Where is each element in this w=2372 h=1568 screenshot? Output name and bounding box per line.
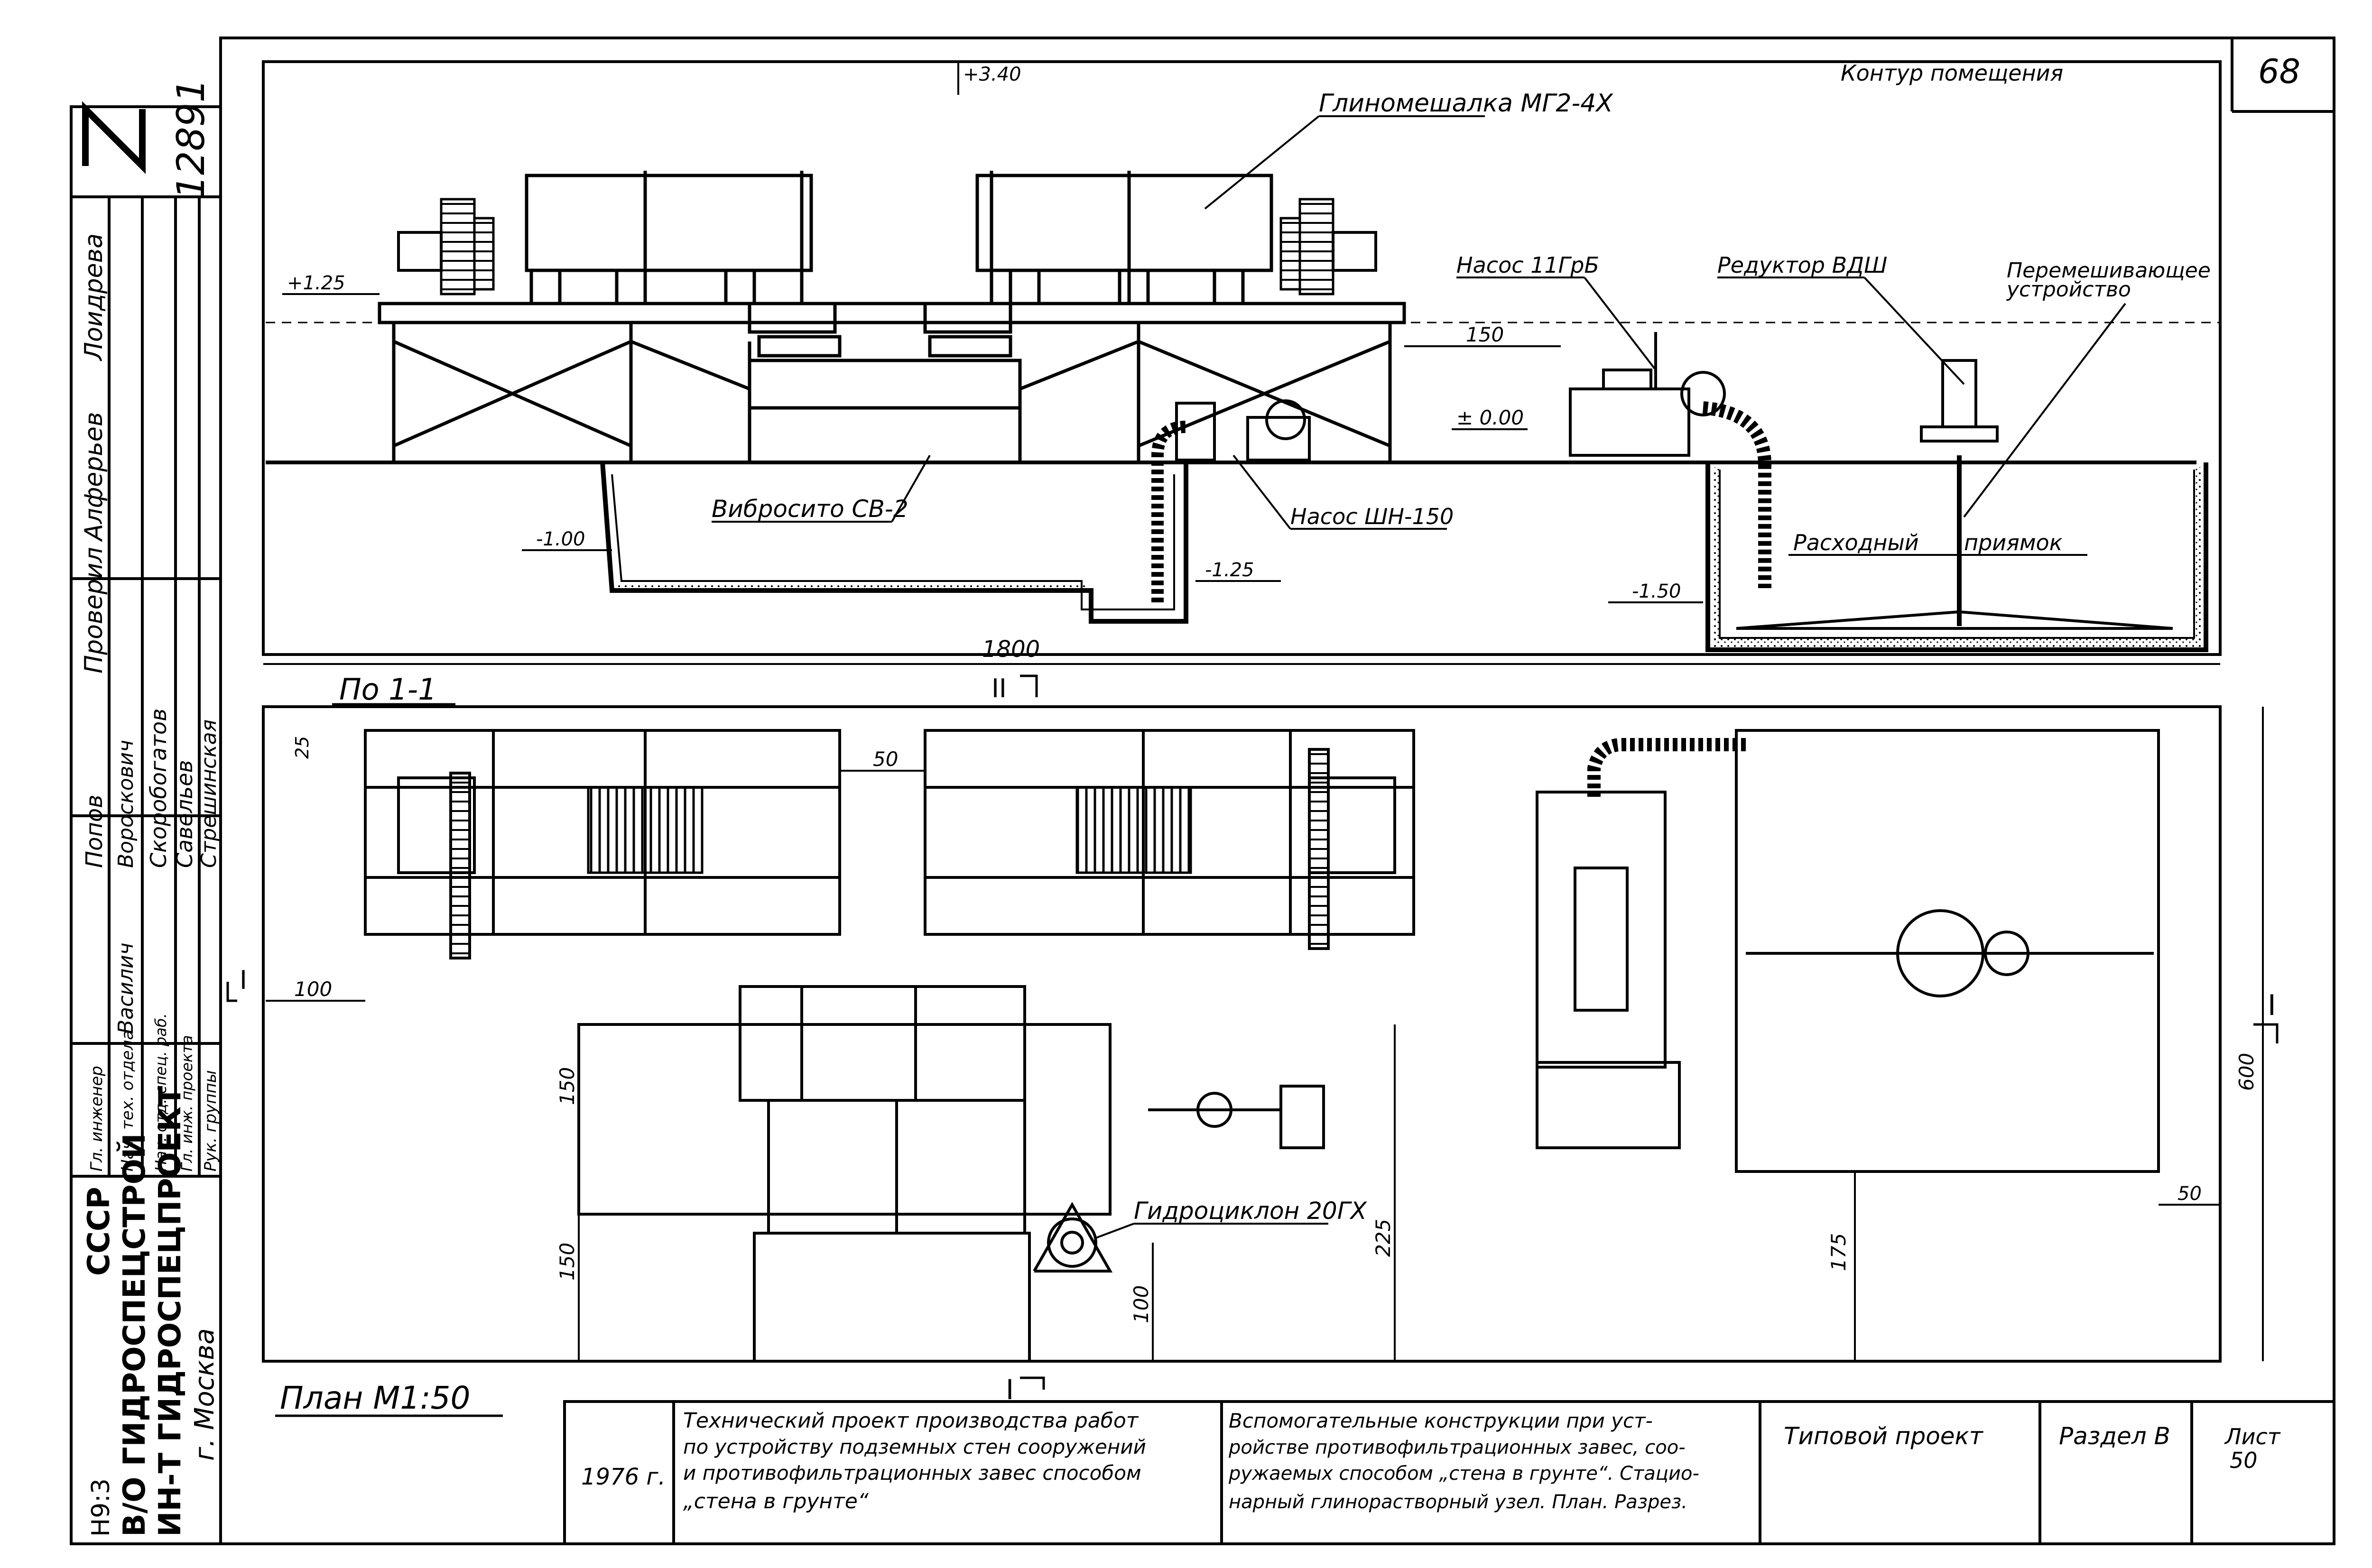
dim-el-000: ± 0.00 bbox=[1456, 406, 1524, 429]
title-block: 1976 г. Технический проект производства … bbox=[563, 1400, 2335, 1545]
dim-150-top: 150 bbox=[1466, 323, 1504, 346]
plan-view: 25 50 100 Гидроциклон 20ГХ 150 bbox=[226, 705, 2279, 1406]
stamp-col-head-2: Алферьев bbox=[80, 412, 108, 542]
drive-gears bbox=[397, 198, 1377, 295]
title-desc2-l2: ройстве противофильтрационных завес, соо… bbox=[1228, 1437, 1686, 1458]
trough bbox=[600, 462, 1188, 624]
dim-el-m150: -1.50 bbox=[1632, 581, 1681, 602]
stamp-role-3: Нач. отд. спец. раб. bbox=[152, 1013, 170, 1171]
mixer-grille-right bbox=[1075, 786, 1192, 874]
label-sump-a: Расходный bbox=[1793, 530, 1919, 555]
stamp-name-1: Василич bbox=[114, 942, 138, 1034]
title-typical: Типовой проект bbox=[1784, 1422, 1984, 1450]
label-vibrosieve: Вибросито СВ-2 bbox=[712, 495, 908, 523]
section-mark-left: I bbox=[240, 965, 247, 995]
dim-100-bottom: 100 bbox=[1130, 1285, 1153, 1323]
dim-50-right: 50 bbox=[2177, 1183, 2202, 1205]
label-agitator-2: устройство bbox=[2006, 277, 2131, 302]
plan-title: План М1:50 bbox=[280, 1380, 471, 1416]
dim-600: 600 bbox=[2235, 1053, 2258, 1091]
stamp-org-2: В/О ГИДРОСПЕЦСТРОЙ bbox=[116, 1133, 152, 1537]
side-stamp: 12891 Лоидрева Алферьев Проверил Попов В… bbox=[70, 79, 222, 1545]
stamp-col-head-5: Вороскович bbox=[114, 740, 138, 868]
pump-shn bbox=[1151, 399, 1311, 602]
pump-shn-plan bbox=[1148, 1085, 1325, 1149]
dim-el-m125: -1.25 bbox=[1205, 559, 1254, 581]
dim-150-b: 150 bbox=[556, 1243, 579, 1281]
dim-el-m100: -1.00 bbox=[536, 528, 585, 550]
title-desc1-l1: Технический проект производства работ bbox=[683, 1409, 1139, 1433]
label-agitator-1: Перемешивающее bbox=[2007, 258, 2211, 283]
mixer-frame bbox=[378, 302, 1406, 464]
archive-number: 12891 bbox=[169, 79, 213, 200]
title-desc1-l2: по устройству подземных стен сооружений bbox=[683, 1435, 1146, 1458]
mixer-plan-right bbox=[924, 729, 1415, 950]
label-hydrocyclone: Гидроциклон 20ГХ bbox=[1134, 1197, 1368, 1225]
label-pump-11grb: Насос 11ГрБ bbox=[1456, 252, 1599, 278]
stamp-org-1: СССР bbox=[82, 1187, 117, 1276]
sheet-corner-number: 68 bbox=[2258, 52, 2300, 91]
title-section: Раздел В bbox=[2059, 1422, 2170, 1450]
label-pump-shn: Насос ШН-150 bbox=[1290, 504, 1454, 529]
stamp-col-head-1: Лоидрева bbox=[80, 233, 108, 361]
pump-11grb bbox=[1569, 332, 1771, 588]
hydrocyclone bbox=[1033, 1201, 1113, 1273]
vibrosieve-plan bbox=[577, 985, 1112, 1363]
section-view: Контур помещения +3.40 bbox=[262, 60, 2222, 703]
archive-mark: 12891 bbox=[82, 79, 213, 200]
title-sheet-no: 50 bbox=[2230, 1448, 2258, 1473]
stamp-col-head-4: Попов bbox=[81, 795, 108, 868]
dim-225: 225 bbox=[1371, 1219, 1395, 1257]
label-mixer: Глиномешалка МГ2-4Х bbox=[1319, 89, 1613, 118]
stamp-role-2: Нач. тех. отдела bbox=[118, 1030, 137, 1171]
label-sump-b: приямок bbox=[1964, 530, 2063, 555]
sump bbox=[1705, 359, 2208, 652]
title-desc1-l4: „стена в грунте“ bbox=[683, 1489, 869, 1513]
stamp-name-2: Скоробогатов bbox=[146, 709, 171, 868]
stamp-org-3: ИН-Т ГИДРОСПЕЦПРОЕКТ bbox=[153, 1086, 188, 1537]
title-year: 1976 г. bbox=[581, 1464, 666, 1490]
mixer-grille-left bbox=[587, 786, 704, 874]
title-sheet-label: Лист bbox=[2224, 1424, 2281, 1449]
label-reducer: Редуктор ВДШ bbox=[1717, 252, 1887, 278]
dim-100-left: 100 bbox=[294, 978, 332, 1001]
dim-1800: 1800 bbox=[982, 636, 1040, 663]
title-desc2-l4: нарный глинорастворный узел. План. Разре… bbox=[1229, 1491, 1687, 1513]
section-title: По 1-1 bbox=[339, 672, 437, 707]
dim-50-top: 50 bbox=[873, 747, 898, 771]
sump-plan bbox=[1735, 729, 2160, 1173]
stamp-role-4: Гл. инж. проекта bbox=[178, 1035, 196, 1171]
section-mark-bottom: I bbox=[1006, 1374, 1014, 1406]
stamp-role-1: Гл. инженер bbox=[87, 1066, 106, 1171]
section-mark-top: II bbox=[991, 673, 1007, 703]
stamp-name-4: Стрешинская bbox=[197, 719, 221, 868]
stamp-col-head-3: Проверил bbox=[80, 547, 108, 673]
label-room-contour: Контур помещения bbox=[1841, 60, 2063, 86]
stamp-small-code: Н9:3 bbox=[87, 1478, 115, 1537]
dim-150-a: 150 bbox=[556, 1067, 579, 1105]
stamp-name-3: Савельев bbox=[172, 760, 197, 868]
pump-11grb-plan bbox=[1536, 738, 1746, 1149]
title-desc2-l1: Вспомогательные конструкции при уст- bbox=[1229, 1409, 1653, 1432]
dim-175: 175 bbox=[1827, 1233, 1850, 1271]
title-desc1-l3: и противофильтрационных завес способом bbox=[683, 1461, 1141, 1485]
dim-el-125: +1.25 bbox=[287, 272, 345, 294]
title-desc2-l3: ружаемых способом „стена в грунте“. Стац… bbox=[1228, 1463, 1699, 1485]
stamp-role-5: Рук. группы bbox=[201, 1070, 220, 1171]
dim-el-340: +3.40 bbox=[963, 64, 1021, 85]
dim-25: 25 bbox=[292, 736, 313, 759]
mixer-drums bbox=[525, 171, 1273, 358]
section-mark-right: I bbox=[2268, 989, 2276, 1022]
stamp-org-4: г. Москва bbox=[189, 1328, 220, 1461]
